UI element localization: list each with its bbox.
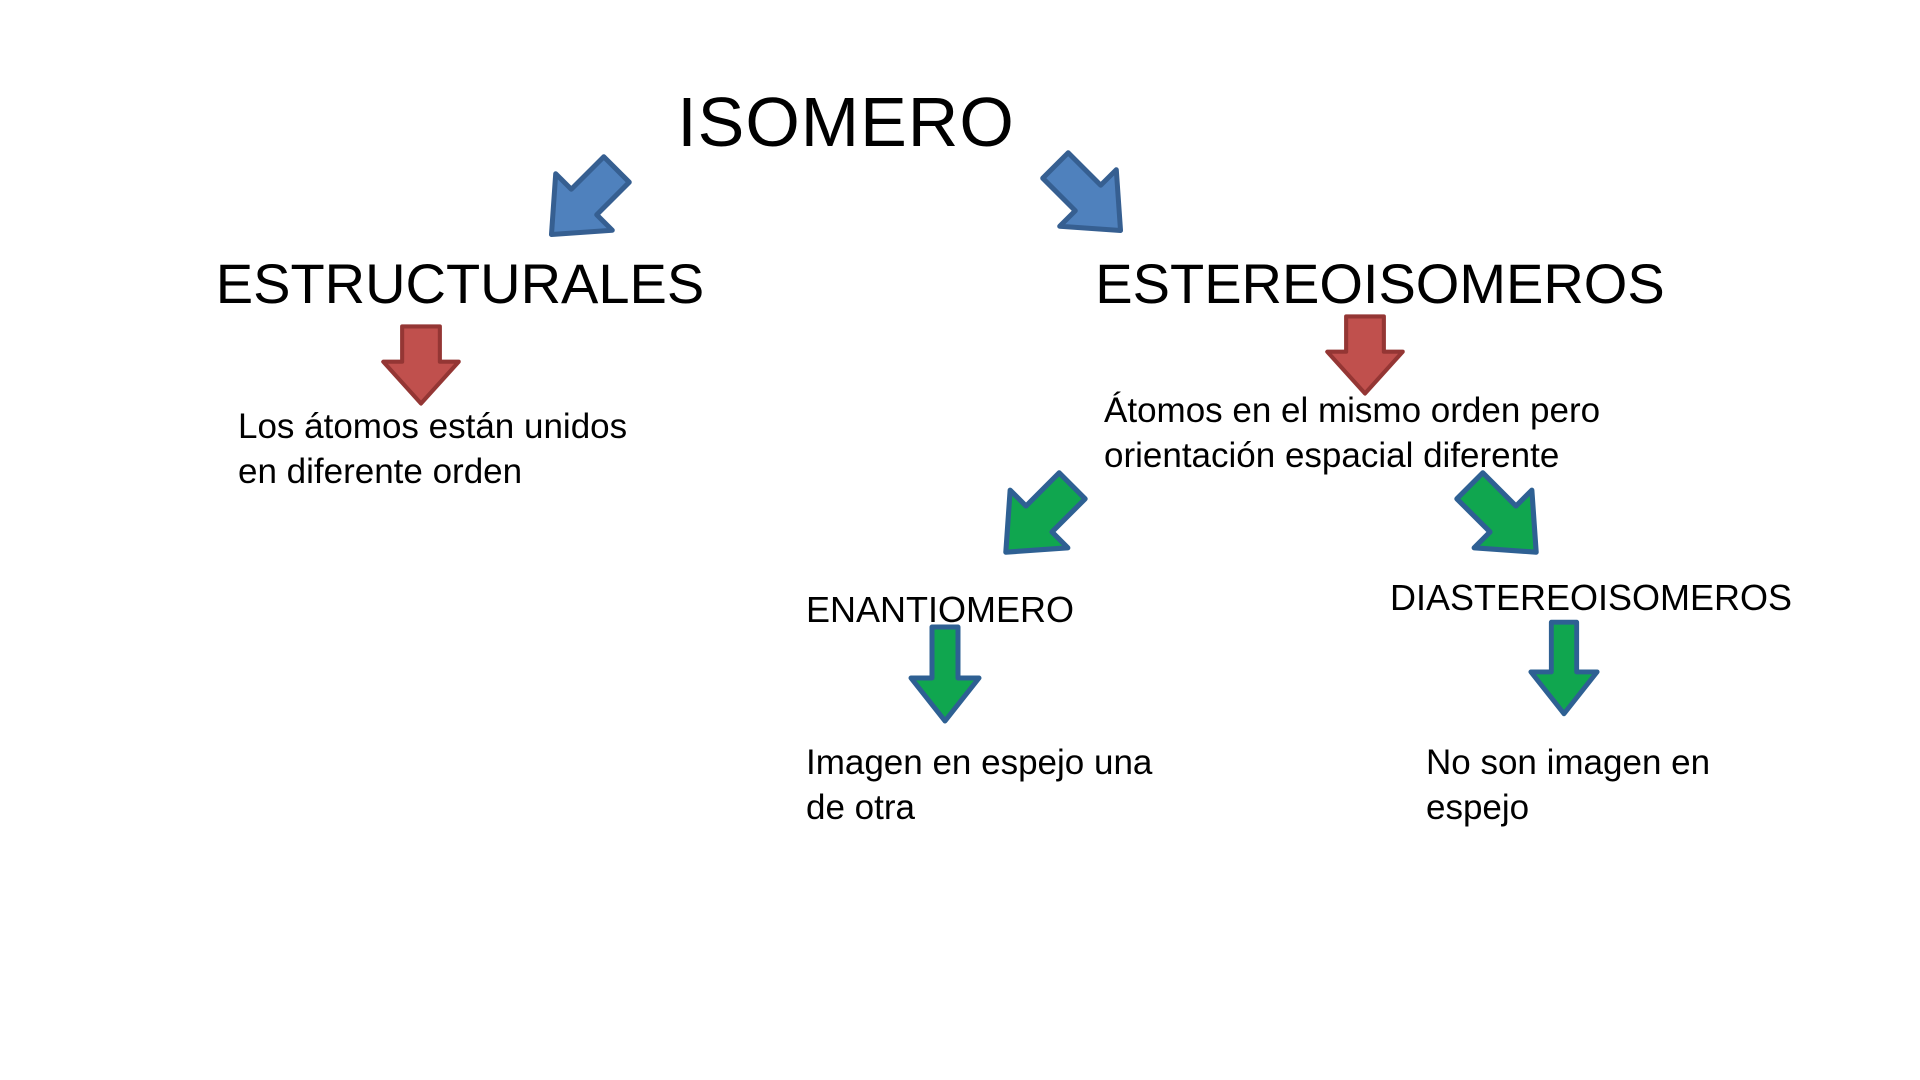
green-arrow-down-icon <box>908 624 982 724</box>
green-arrow-down-icon <box>1528 619 1600 717</box>
blue-arrow-down-right-icon <box>1040 150 1124 234</box>
estereoisomeros-description: Átomos en el mismo orden pero orientació… <box>1104 388 1600 478</box>
diagram-title: ISOMERO <box>677 83 1015 161</box>
estructurales-description: Los átomos están unidos en diferente ord… <box>238 404 627 494</box>
red-arrow-down-icon <box>1325 314 1405 396</box>
text-line: Imagen en espejo una <box>806 743 1153 782</box>
text-line: Átomos en el mismo orden pero <box>1104 391 1601 430</box>
node-estructurales: ESTRUCTURALES <box>215 252 705 315</box>
diastereoisomeros-description: No son imagen en espejo <box>1426 740 1710 830</box>
node-estereoisomeros: ESTEREOISOMEROS <box>1095 252 1665 315</box>
green-arrow-down-right-icon <box>1454 470 1539 555</box>
red-arrow-down-icon <box>381 324 461 406</box>
text-line: Los átomos están unidos <box>238 407 628 446</box>
node-diastereoisomeros: DIASTEREOISOMEROS <box>1390 577 1793 618</box>
node-enantiomero: ENANTIOMERO <box>806 589 1075 630</box>
enantiomero-description: Imagen en espejo una de otra <box>806 740 1152 830</box>
text-line: orientación espacial diferente <box>1104 436 1560 475</box>
text-line: espejo <box>1426 788 1530 827</box>
text-line: de otra <box>806 788 915 827</box>
text-line: No son imagen en <box>1426 743 1711 782</box>
text-line: en diferente orden <box>238 452 523 491</box>
blue-arrow-down-left-icon <box>548 154 632 238</box>
green-arrow-down-left-icon <box>1003 470 1088 555</box>
